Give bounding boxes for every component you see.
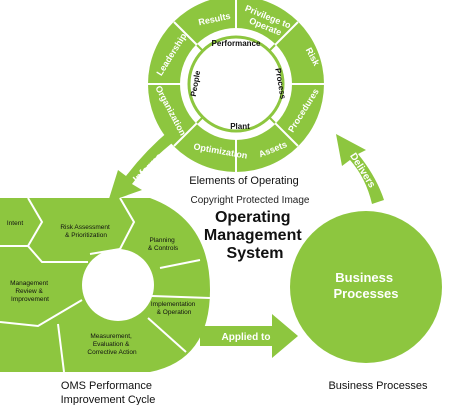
cycle-caption: OMS Performance Improvement Cycle (61, 380, 156, 405)
applied-to-label: Applied to (222, 332, 271, 343)
inner-performance: Performance (212, 39, 261, 48)
elements-circle: Results Privilege to Operate Risk Proced… (148, 0, 324, 172)
applied-to-arrow: Applied to (200, 314, 298, 358)
cycle-dividers (0, 197, 211, 373)
business-label: Business Processes (333, 270, 398, 301)
cycle-risk: Risk Assessment & Prioritization (60, 224, 111, 239)
cycle-implementation: Implementation & Operation (151, 301, 197, 316)
oms-cycle: Intent Risk Assessment & Prioritization … (0, 197, 211, 373)
inner-core (198, 46, 274, 122)
cycle-center (82, 249, 154, 321)
cycle-planning: Planning & Controls (148, 237, 179, 252)
cycle-management: Management Review & Improvement (10, 280, 50, 303)
business-caption: Business Processes (328, 380, 428, 392)
business-circle (290, 211, 442, 363)
informs-arrow: Informs (108, 130, 176, 202)
delivers-label: Delivers (347, 151, 377, 190)
elements-caption: Elements of Operating (189, 175, 298, 187)
delivers-arrow: Delivers (336, 134, 384, 204)
inner-plant: Plant (230, 122, 250, 131)
center-title: Operating Management System (204, 209, 306, 262)
inner-dividers (196, 44, 276, 124)
cycle-measurement: Measurement, Evaluation & Corrective Act… (87, 333, 137, 356)
business-processes: Business Processes (290, 211, 442, 363)
cycle-intent: Intent (7, 220, 23, 227)
inner-ring-border (187, 35, 285, 133)
watermark: Copyright Protected Image (191, 195, 310, 206)
